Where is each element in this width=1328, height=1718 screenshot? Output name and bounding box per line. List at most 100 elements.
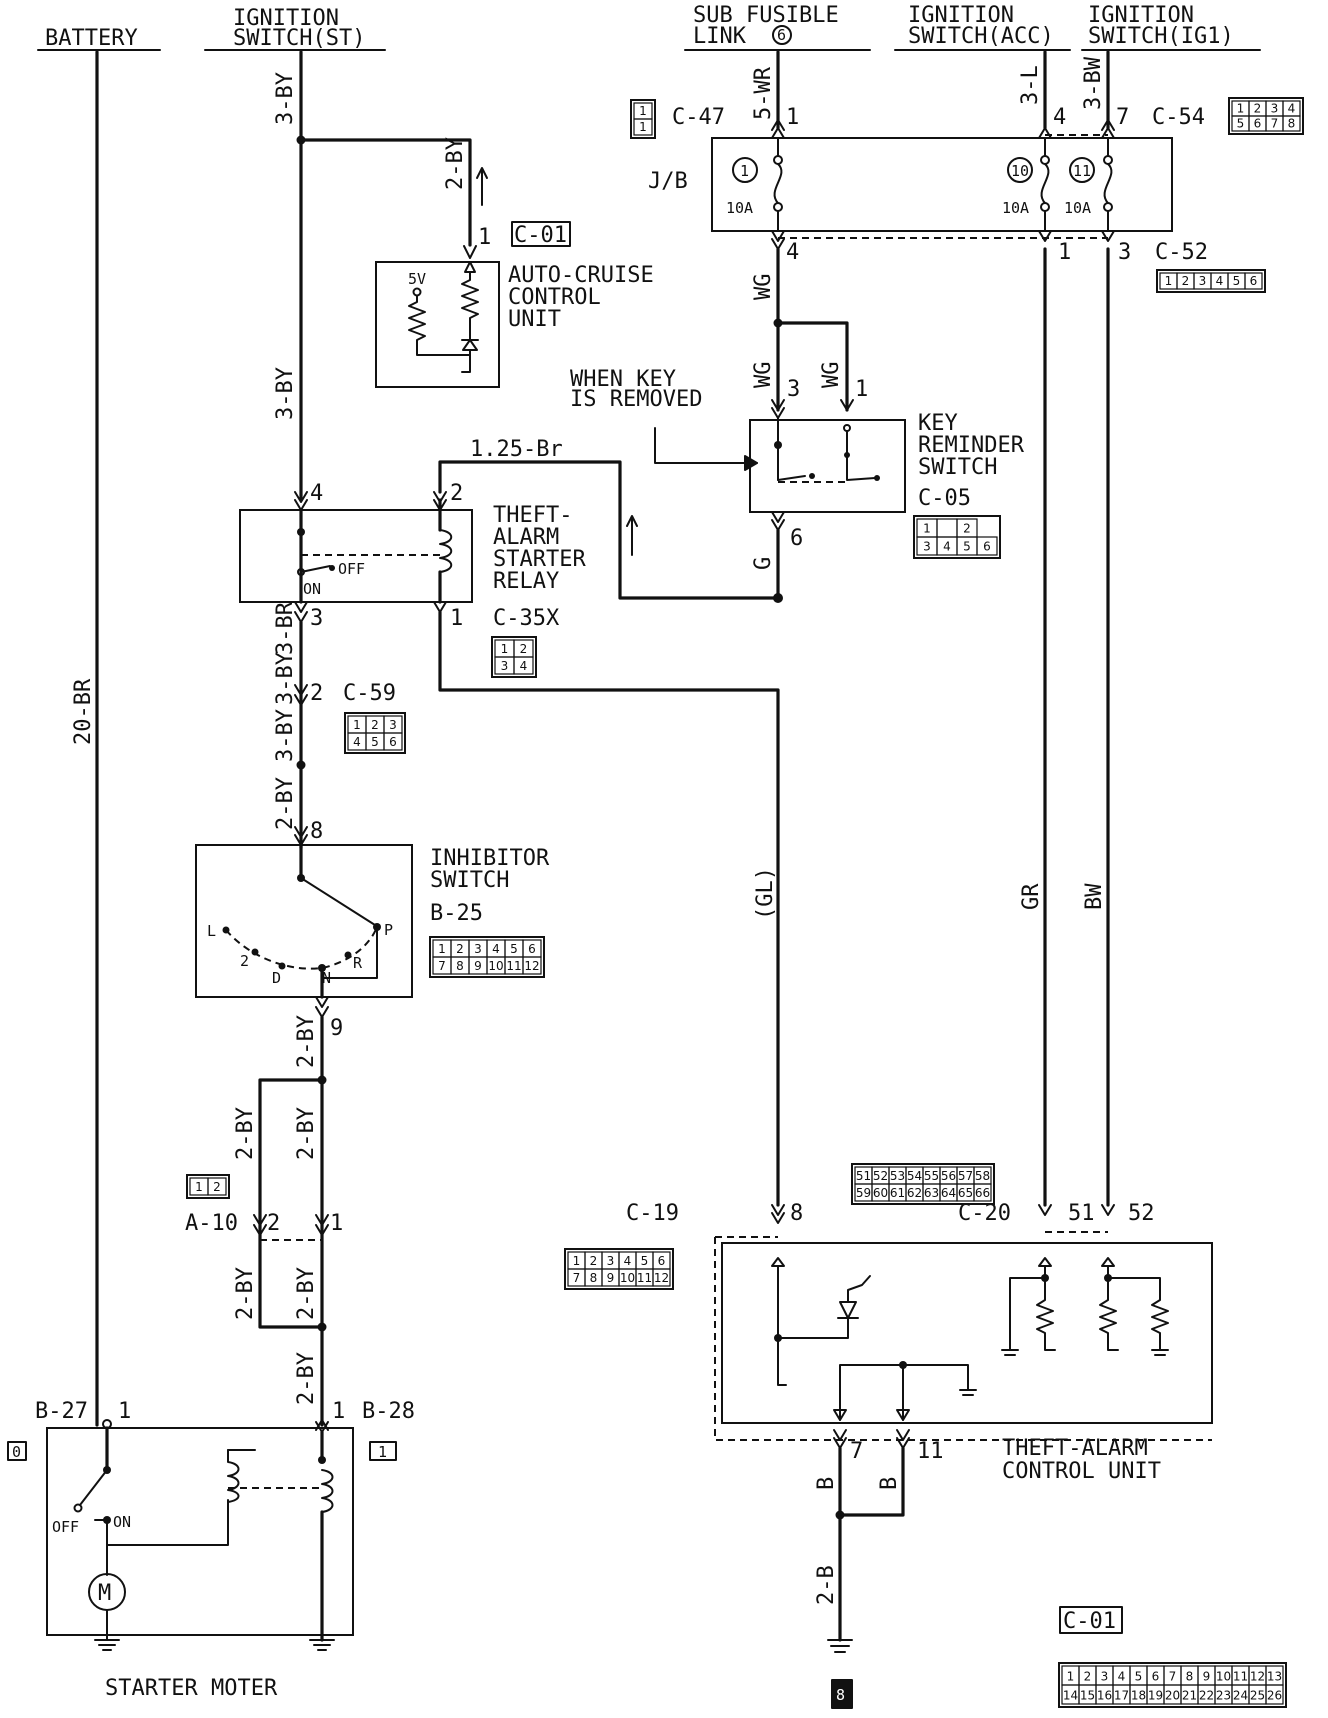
- wire-label-key-3: WG: [751, 362, 776, 389]
- connector-pin-number: 12: [654, 1271, 669, 1285]
- connector-pin-number: 2: [520, 642, 528, 656]
- connector-grid-frame: [851, 1163, 995, 1205]
- relay-on-label: ON: [303, 580, 321, 598]
- connector-pin-number: 5: [1135, 1669, 1143, 1683]
- connector-pin-number: 3: [389, 718, 397, 732]
- connector-pin-number: 6: [1254, 116, 1262, 130]
- cruise-label-1: AUTO-CRUISE: [508, 263, 654, 288]
- inhibitor-pos-L: L: [207, 922, 216, 940]
- relay-pin-4: 4: [310, 481, 323, 506]
- connector-pin-number: 55: [924, 1169, 939, 1183]
- wire-label-a10-right-top: 2-BY: [294, 1107, 319, 1160]
- connector-pin-number: 1: [195, 1180, 203, 1194]
- pin-c52-4: 4: [786, 240, 799, 265]
- inhibitor-label-2: SWITCH: [430, 868, 509, 893]
- connector-c52-label: C-52: [1155, 240, 1208, 265]
- connector-pin-number: 7: [573, 1271, 581, 1285]
- connector-pin-number: 6: [1250, 274, 1258, 288]
- relay-coil-wiring: 1.25-Br (GL): [438, 437, 780, 1207]
- connector-pin-number: 6: [528, 942, 536, 956]
- wire-label-gnd-left: B: [814, 1477, 839, 1490]
- inhibitor-switch: 8 L 2 D N R P INHIBITOR SWITCH B-25: [195, 819, 550, 999]
- connector-c05-label: C-05: [918, 486, 971, 511]
- connector-pin-number: 12: [1250, 1669, 1265, 1683]
- starter-on-label: ON: [113, 1513, 131, 1531]
- connector-pin-number: 2: [963, 522, 971, 536]
- junction-block: J/B 5-WR 1 C-47 3-L 4 3-BW 7 C-54 1 10 1…: [648, 50, 1208, 265]
- alarm-pin-11: 11: [917, 1439, 944, 1464]
- connector-pin-number: 56: [941, 1169, 956, 1183]
- connector-grid-frame: [1228, 97, 1304, 135]
- connector-pin-number: 7: [438, 959, 446, 973]
- fuse-10-number: 10: [1011, 162, 1029, 180]
- wire-label-a10-left-top: 2-BY: [233, 1107, 258, 1160]
- connector-pin-number: 51: [856, 1169, 871, 1183]
- connector-pin-number: 3: [1199, 274, 1207, 288]
- connector-grid-c47: 11: [630, 99, 656, 139]
- connector-pin-number: 52: [873, 1169, 888, 1183]
- pin-c59-2: 2: [310, 681, 323, 706]
- pin-a10-2: 2: [267, 1211, 280, 1236]
- sub-fusible-label-2: LINK: [693, 24, 747, 49]
- connector-pin-number: 7: [1169, 1669, 1177, 1683]
- connector-pin-number: 1: [353, 718, 361, 732]
- inhibitor-pos-2: 2: [240, 952, 249, 970]
- alarm-pin-8: 8: [790, 1201, 803, 1226]
- relay-label-2: ALARM: [493, 525, 559, 550]
- connector-pin-number: 3: [607, 1254, 615, 1268]
- connector-pin-number: 53: [890, 1169, 905, 1183]
- connector-pin-cell: [1265, 1684, 1284, 1705]
- connector-pin-number: 9: [1203, 1669, 1211, 1683]
- key-pin-3: 3: [787, 377, 800, 402]
- connector-c47-label: C-47: [672, 105, 725, 130]
- cruise-label-2: CONTROL: [508, 285, 601, 310]
- connector-c35x-label: C-35X: [493, 606, 560, 631]
- connector-grid-frame: [344, 712, 406, 754]
- alarm-pin-52: 52: [1128, 1201, 1155, 1226]
- connector-a10-label: A-10: [185, 1211, 238, 1236]
- acc-ig1-wires: GR BW: [1019, 247, 1110, 1207]
- wire-label-relay-coil: 1.25-Br: [470, 437, 563, 462]
- connector-pin-cell: [976, 536, 998, 556]
- connector-pin-number: 64: [941, 1186, 956, 1200]
- connector-grid-frame: [1058, 1662, 1287, 1708]
- connector-pin-cell: [513, 656, 534, 675]
- connector-pin-number: 9: [607, 1271, 615, 1285]
- connector-pin-number: 59: [856, 1186, 871, 1200]
- ignition-acc-label-1: IGNITION: [908, 3, 1014, 28]
- connector-pin-cell: [383, 732, 403, 751]
- wire-label-jb-out: WG: [751, 274, 776, 301]
- ignition-ig1-label-1: IGNITION: [1088, 3, 1194, 28]
- connector-pin-number: 10: [1216, 1669, 1231, 1683]
- connector-c01-bottom-label: C-01: [1063, 1609, 1116, 1634]
- relay-label-3: STARTER: [493, 547, 586, 572]
- connector-pin-number: 4: [1118, 1669, 1126, 1683]
- connector-b28-label: B-28: [362, 1399, 415, 1424]
- wire-label-a10-left-bot: 2-BY: [233, 1267, 258, 1320]
- key-reminder-label-2: REMINDER: [918, 433, 1025, 458]
- fuse-10-rating: 10A: [1002, 199, 1029, 217]
- wire-label-inh-out: 2-BY: [294, 1015, 319, 1068]
- connector-pin-number: 61: [890, 1186, 905, 1200]
- relay-pin-1: 1: [450, 606, 463, 631]
- wire-label-st-top: 3-BY: [273, 72, 298, 125]
- connector-pin-number: 4: [492, 942, 500, 956]
- source-labels: BATTERY IGNITION SWITCH(ST) SUB FUSIBLE …: [37, 3, 1261, 51]
- connector-c01-top-label: C-01: [514, 223, 567, 248]
- connector-pin-number: 8: [456, 959, 464, 973]
- connector-pin-number: 11: [506, 959, 521, 973]
- ground-badge-left: 0: [12, 1443, 21, 1461]
- connector-pin-number: 57: [958, 1169, 973, 1183]
- connector-pin-number: 13: [1267, 1669, 1282, 1683]
- wire-label-battery: 20-BR: [71, 678, 96, 745]
- connector-c59-label: C-59: [343, 681, 396, 706]
- wire-label-acc-to-alarm: GR: [1019, 883, 1044, 910]
- inhibitor-pos-D: D: [272, 969, 281, 987]
- connector-pin-number: 20: [1165, 1688, 1180, 1702]
- connector-pin-number: 2: [590, 1254, 598, 1268]
- connector-pin-number: 1: [1237, 101, 1245, 115]
- connector-pin-cell: [973, 1183, 992, 1202]
- connector-pin-number: 3: [1271, 101, 1279, 115]
